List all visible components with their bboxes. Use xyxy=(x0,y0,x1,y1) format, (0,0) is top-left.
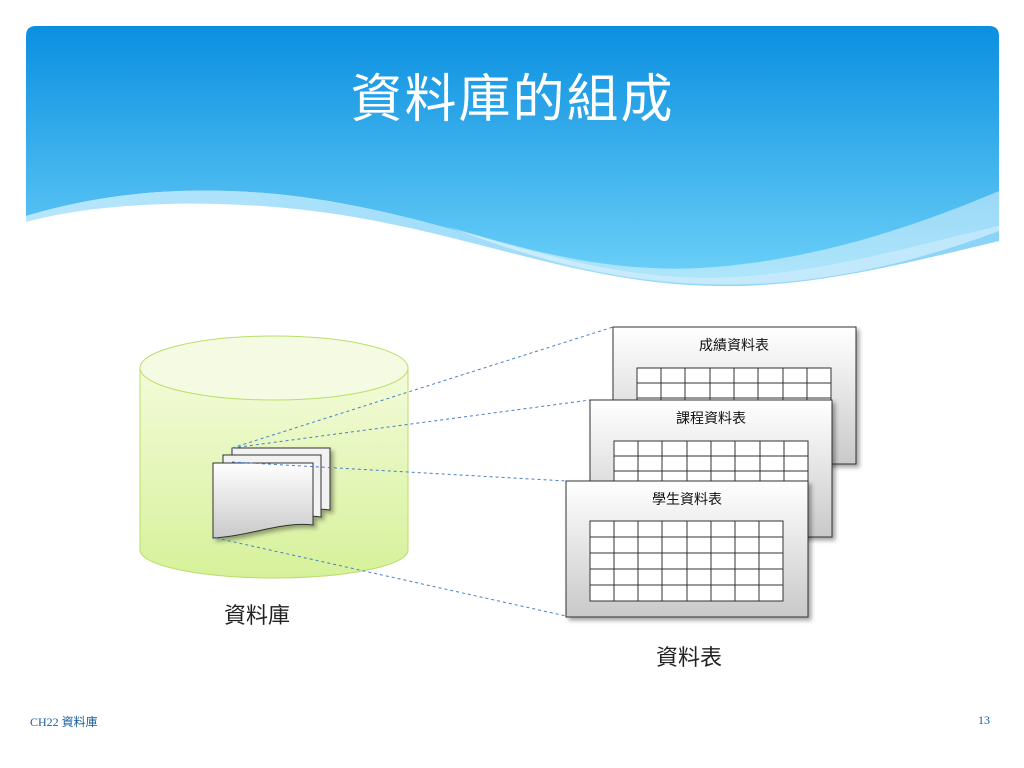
table-title-courses: 課程資料表 xyxy=(676,411,746,427)
table-card-students: 學生資料表 xyxy=(565,480,809,618)
footer-chapter: CH22 資料庫 xyxy=(30,715,98,729)
table-title-students: 學生資料表 xyxy=(652,492,722,508)
page-number: 13 xyxy=(978,713,990,727)
database-label: 資料庫 xyxy=(224,604,291,629)
table-title-grades: 成績資料表 xyxy=(699,338,769,354)
slide-title: 資料庫的組成 xyxy=(350,70,675,130)
tables-label: 資料表 xyxy=(656,646,723,671)
document-stack-icon xyxy=(212,447,331,539)
header-banner xyxy=(26,26,999,287)
connector-lines xyxy=(215,326,614,617)
